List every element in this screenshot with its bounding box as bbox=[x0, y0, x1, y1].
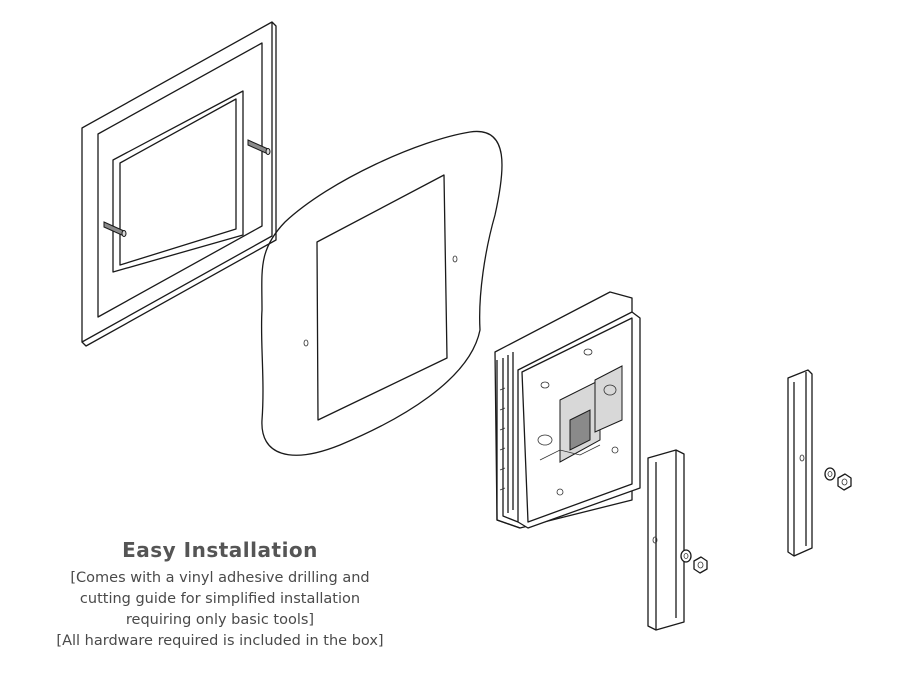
mounting-rail bbox=[647, 449, 685, 631]
terminal-block bbox=[594, 365, 623, 433]
caption-line: cutting guide for simplified installatio… bbox=[79, 591, 361, 607]
mounting-pin bbox=[247, 139, 271, 155]
caption-title: Easy Installation bbox=[122, 538, 318, 562]
vinyl-drilling-cutting-guide bbox=[260, 130, 503, 456]
caption-line: [All hardware required is included in th… bbox=[56, 633, 384, 649]
terminal-block bbox=[559, 379, 601, 463]
side-screws bbox=[499, 387, 506, 491]
hex-nut-and-washer bbox=[824, 467, 852, 491]
front-bezel-frame bbox=[81, 21, 277, 347]
installation-caption: Easy Installation [Comes with a vinyl ad… bbox=[20, 538, 420, 652]
caption-line: [Comes with a vinyl adhesive drilling an… bbox=[70, 570, 370, 586]
mounting-rail bbox=[787, 369, 813, 557]
hex-nut-and-washer bbox=[680, 549, 708, 574]
wall-mount-backplate-unit bbox=[494, 291, 641, 529]
caption-line: requiring only basic tools] bbox=[125, 612, 315, 628]
mounting-pin bbox=[103, 221, 127, 237]
